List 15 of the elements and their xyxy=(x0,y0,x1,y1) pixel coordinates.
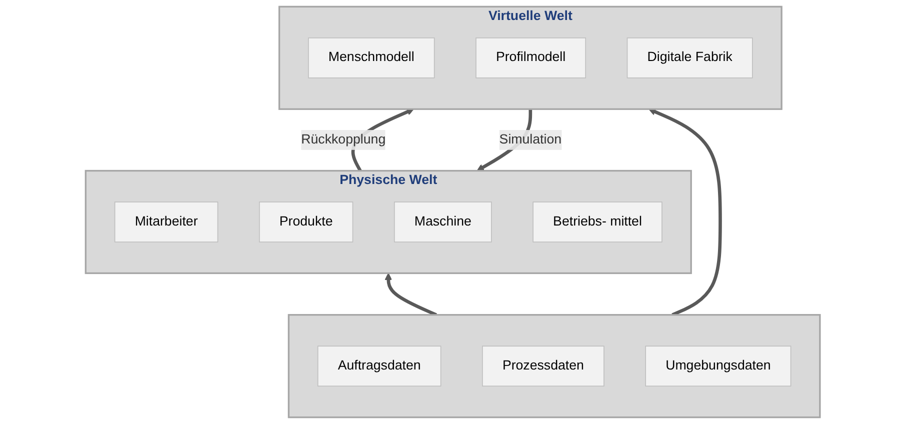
cluster xyxy=(288,314,820,418)
node-box: Profilmodell xyxy=(475,37,586,78)
node-box: Auftragsdaten xyxy=(317,346,441,386)
node-box: Produkte xyxy=(258,202,353,242)
arrow xyxy=(648,108,722,316)
node-box: Maschine xyxy=(394,202,492,242)
node-box: Betriebs- mittel xyxy=(532,202,662,242)
node-box: Prozessdaten xyxy=(482,346,604,386)
node-box: Menschmodell xyxy=(308,37,434,78)
arrow xyxy=(384,272,437,316)
edge-label: Simulation xyxy=(499,132,562,147)
node-box: Mitarbeiter xyxy=(114,202,218,242)
node-box: Digitale Fabrik xyxy=(626,37,753,78)
edge-label: Rückkopplung xyxy=(300,132,386,147)
node-box: Umgebungsdaten xyxy=(644,346,791,386)
